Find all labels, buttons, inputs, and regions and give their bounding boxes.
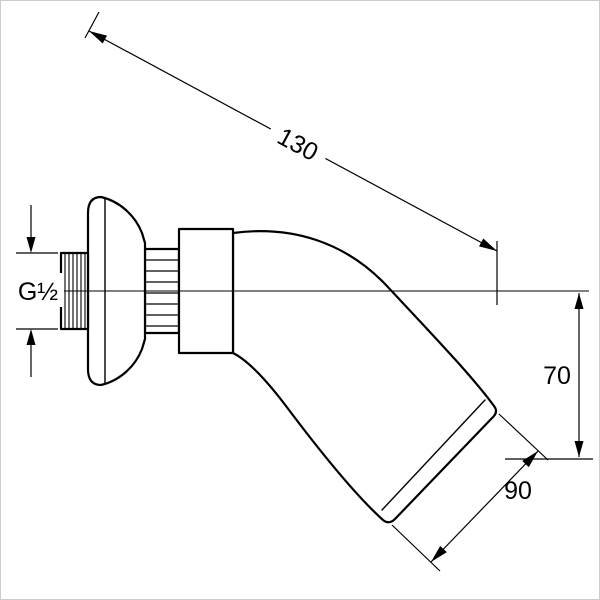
spout-fixture <box>59 195 498 524</box>
spout-outlet-rim-line <box>381 399 486 511</box>
thread-label: G½ <box>18 278 58 306</box>
dim-70-arrow-bottom <box>574 441 584 457</box>
dim-70-arrow-top <box>574 293 584 309</box>
dimension-90: 90 <box>391 413 549 572</box>
thread-arrow-top <box>26 237 36 253</box>
dim-90-label: 90 <box>504 477 532 505</box>
dim-130-label-bg <box>263 116 333 172</box>
thread-arrow-bottom <box>26 329 36 345</box>
spout-body <box>231 230 498 524</box>
dim-90-arrow-bottom <box>431 545 447 562</box>
dim-90-line <box>430 450 539 563</box>
dim-70-label: 70 <box>543 362 571 390</box>
groove-stem-ridges <box>145 259 179 327</box>
dim-90-extension-bottom <box>391 524 441 572</box>
thread-label-bg <box>14 273 64 307</box>
dimension-thread: G½ <box>14 205 64 377</box>
dimension-130: 130 <box>84 11 498 305</box>
dim-90-extension-top <box>498 413 549 461</box>
dimension-70: 70 <box>505 293 593 460</box>
dim-90-arrow-top <box>522 451 538 468</box>
dim-130-arrow-right <box>479 238 497 251</box>
dim-130-end-tick <box>84 11 100 39</box>
dim-130-arrow-left <box>89 31 107 44</box>
